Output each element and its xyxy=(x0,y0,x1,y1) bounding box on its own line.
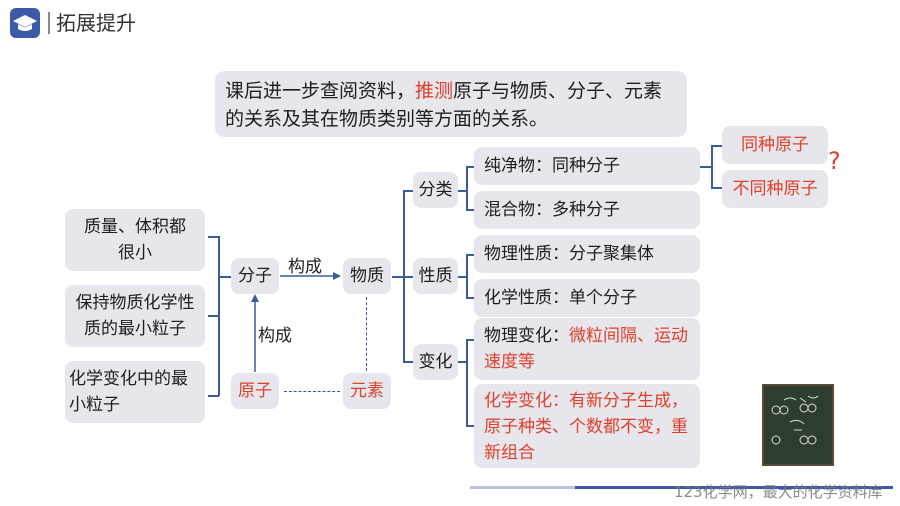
leaf-same-atoms: 同种原子 xyxy=(722,126,828,164)
leaf-chemical-change: 化学变化：有新分子生成，原子种类、个数都不变，重新组合 xyxy=(474,384,700,468)
question-highlight: 推测 xyxy=(415,80,454,102)
chalkboard-drawing xyxy=(771,395,819,445)
note-chemical-property: 保持物质化学性质的最小粒子 xyxy=(65,285,205,347)
graduation-cap-icon xyxy=(13,15,37,31)
note-size: 质量、体积都很小 xyxy=(65,209,205,271)
leaf-physical-property: 物理性质：分子聚集体 xyxy=(474,235,700,273)
footer-bar-light xyxy=(470,486,580,489)
header-title: 拓展提升 xyxy=(56,11,136,35)
question-text-1: 课后进一步查阅资料， xyxy=(225,80,416,102)
leaf-chemical-property: 化学性质：单个分子 xyxy=(474,279,700,317)
header-divider xyxy=(48,12,50,34)
dashed-atom-element xyxy=(284,391,340,392)
dashed-matter-element xyxy=(366,297,367,371)
node-element: 元素 xyxy=(343,373,391,409)
watermark-text: 123化学网，最大的化学资料库 xyxy=(674,483,883,501)
node-matter: 物质 xyxy=(343,258,391,294)
node-property: 性质 xyxy=(413,258,458,294)
header-logo xyxy=(10,8,40,38)
question-box: 课后进一步查阅资料，推测原子与物质、分子、元素的关系及其在物质类别等方面的关系。 xyxy=(215,71,687,137)
leaf-physical-change: 物理变化：微粒间隔、运动速度等 xyxy=(474,318,700,380)
node-change: 变化 xyxy=(413,344,458,380)
chalkboard-image xyxy=(762,384,834,466)
question-text-2: 原子与物质、分子、元素的关系及其在物质类别等方面的关系。 xyxy=(225,80,663,130)
leaf-mixture: 混合物：多种分子 xyxy=(474,191,700,229)
physical-change-value: 微粒间隔、运动速度等 xyxy=(484,326,688,372)
footer-bar xyxy=(575,486,893,489)
question-mark: ? xyxy=(828,147,841,175)
edge-label-constitutes-h: 构成 xyxy=(288,257,322,277)
edge-label-constitutes-v: 构成 xyxy=(258,326,292,346)
node-classification: 分类 xyxy=(413,172,458,208)
leaf-pure-substance: 纯净物：同种分子 xyxy=(474,147,700,185)
node-molecule: 分子 xyxy=(231,258,279,294)
node-atom: 原子 xyxy=(231,373,279,409)
note-smallest-particle: 化学变化中的最小粒子 xyxy=(65,361,205,423)
leaf-different-atoms: 不同种原子 xyxy=(722,170,828,208)
